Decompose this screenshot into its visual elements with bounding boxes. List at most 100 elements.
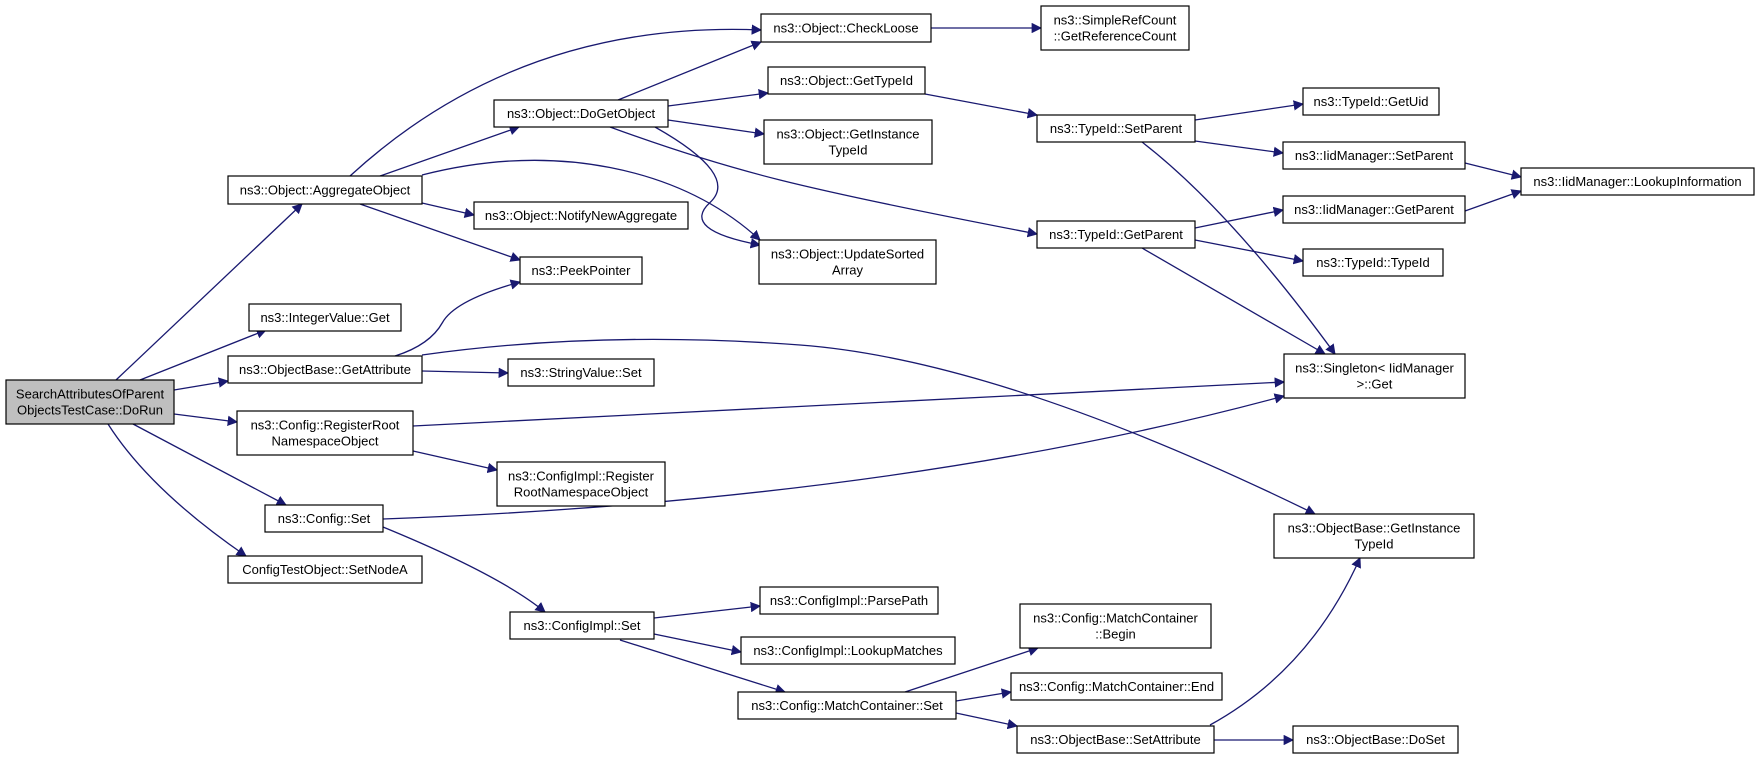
edge-root-cfgset bbox=[132, 423, 287, 506]
node-setnode[interactable]: ConfigTestObject::SetNodeA bbox=[227, 555, 423, 584]
node-label: ns3::SimpleRefCount bbox=[1054, 13, 1177, 28]
edge-tgetparent-iidget bbox=[1194, 206, 1285, 229]
node-aggregate[interactable]: ns3::Object::AggregateObject bbox=[227, 175, 423, 205]
edge-implset-parsepath bbox=[653, 601, 762, 619]
edges-layer bbox=[107, 22, 1523, 746]
node-refcount[interactable]: ns3::SimpleRefCount::GetReferenceCount bbox=[1040, 5, 1190, 51]
node-label: ns3::Object::AggregateObject bbox=[240, 183, 411, 198]
edge-dogetobj-tgetparent bbox=[609, 126, 1039, 238]
node-label: ns3::Config::RegisterRoot bbox=[251, 418, 400, 433]
node-label: ns3::ConfigImpl::Register bbox=[508, 469, 655, 484]
edge-getattr-strset bbox=[421, 367, 510, 378]
node-label: ns3::TypeId::GetParent bbox=[1049, 227, 1183, 242]
node-gettypeid[interactable]: ns3::Object::GetTypeId bbox=[767, 66, 926, 95]
node-box bbox=[1292, 725, 1459, 754]
edge-tgetparent-singleton bbox=[1141, 247, 1326, 355]
node-box bbox=[264, 504, 384, 533]
node-label: ns3::TypeId::GetUid bbox=[1314, 94, 1429, 109]
node-checkloose[interactable]: ns3::Object::CheckLoose bbox=[760, 13, 932, 43]
edge-getattr-obgetinst bbox=[421, 338, 1316, 515]
node-box bbox=[1273, 513, 1475, 559]
edge-implset-lookupm bbox=[653, 633, 743, 656]
node-label: ns3::IidManager::GetParent bbox=[1294, 202, 1454, 217]
node-label: ns3::ConfigImpl::Set bbox=[523, 618, 640, 633]
node-doset[interactable]: ns3::ObjectBase::DoSet bbox=[1292, 725, 1459, 754]
node-label: ns3::Config::MatchContainer::Set bbox=[751, 698, 943, 713]
node-label: ns3::Object::UpdateSorted bbox=[771, 247, 924, 262]
node-iidset[interactable]: ns3::IidManager::SetParent bbox=[1282, 141, 1466, 170]
node-label: ns3::Singleton< IidManager bbox=[1295, 361, 1454, 376]
node-cfgset[interactable]: ns3::Config::Set bbox=[264, 504, 384, 533]
node-label: ns3::Object::GetTypeId bbox=[780, 73, 913, 88]
node-peek[interactable]: ns3::PeekPointer bbox=[519, 256, 643, 285]
node-label: ns3::Object::GetInstance bbox=[776, 127, 919, 142]
node-box bbox=[1036, 220, 1196, 249]
node-box bbox=[758, 239, 937, 285]
edge-aggregate-notify bbox=[421, 202, 476, 218]
node-strset[interactable]: ns3::StringValue::Set bbox=[507, 358, 655, 387]
edge-tsetparent-getuid bbox=[1194, 100, 1305, 121]
node-box bbox=[759, 586, 939, 615]
node-notify[interactable]: ns3::Object::NotifyNewAggregate bbox=[473, 201, 689, 230]
node-label: ObjectsTestCase::DoRun bbox=[17, 403, 163, 418]
node-box bbox=[1040, 5, 1190, 51]
node-label: ns3::Config::MatchContainer bbox=[1033, 611, 1198, 626]
node-label: ns3::StringValue::Set bbox=[520, 365, 642, 380]
node-box bbox=[509, 611, 655, 640]
node-label: ns3::PeekPointer bbox=[531, 263, 631, 278]
node-label: NamespaceObject bbox=[272, 434, 379, 449]
node-implreg[interactable]: ns3::ConfigImpl::RegisterRootNamespaceOb… bbox=[496, 461, 666, 507]
node-implset[interactable]: ns3::ConfigImpl::Set bbox=[509, 611, 655, 640]
edge-regroot-singleton bbox=[412, 377, 1286, 427]
edge-mcset-mcend bbox=[955, 688, 1013, 702]
edge-aggregate-peek bbox=[359, 203, 521, 262]
node-box bbox=[1010, 672, 1223, 701]
edge-tsetparent-iidset bbox=[1194, 140, 1285, 157]
edge-aggregate-checkloose bbox=[349, 24, 763, 177]
node-lookupm[interactable]: ns3::ConfigImpl::LookupMatches bbox=[740, 636, 956, 665]
node-dogetobj[interactable]: ns3::Object::DoGetObject bbox=[493, 99, 669, 128]
edge-cfgset-singleton bbox=[382, 393, 1286, 520]
node-label: ns3::TypeId::TypeId bbox=[1316, 255, 1429, 270]
edge-tsetparent-singleton bbox=[1141, 141, 1336, 355]
edge-getattr-peek bbox=[394, 279, 522, 357]
node-box bbox=[737, 691, 957, 720]
node-box bbox=[493, 99, 669, 128]
edge-root-intget bbox=[139, 328, 267, 381]
node-box bbox=[496, 461, 666, 507]
node-getuid[interactable]: ns3::TypeId::GetUid bbox=[1302, 87, 1440, 116]
node-box bbox=[1302, 87, 1440, 116]
node-box bbox=[519, 256, 643, 285]
edge-dogetobj-gettypeid bbox=[667, 89, 770, 107]
edge-implset-mcset bbox=[619, 639, 786, 695]
node-parsepath[interactable]: ns3::ConfigImpl::ParsePath bbox=[759, 586, 939, 615]
node-singleton[interactable]: ns3::Singleton< IidManager>::Get bbox=[1283, 353, 1466, 399]
node-lookupinfo[interactable]: ns3::IidManager::LookupInformation bbox=[1520, 167, 1755, 196]
node-iidget[interactable]: ns3::IidManager::GetParent bbox=[1282, 195, 1466, 224]
node-box bbox=[760, 13, 932, 43]
node-root[interactable]: SearchAttributesOfParentObjectsTestCase:… bbox=[5, 379, 175, 425]
node-label: ns3::IidManager::LookupInformation bbox=[1533, 174, 1741, 189]
node-tsetparent[interactable]: ns3::TypeId::SetParent bbox=[1036, 114, 1196, 143]
node-mcend[interactable]: ns3::Config::MatchContainer::End bbox=[1010, 672, 1223, 701]
edge-dogetobj-getinsttid bbox=[667, 119, 766, 138]
node-label: >::Get bbox=[1357, 377, 1393, 392]
node-box bbox=[227, 175, 423, 205]
node-tgetparent[interactable]: ns3::TypeId::GetParent bbox=[1036, 220, 1196, 249]
node-mcset[interactable]: ns3::Config::MatchContainer::Set bbox=[737, 691, 957, 720]
edge-dogetobj-updsorted bbox=[654, 126, 762, 249]
node-mcbegin[interactable]: ns3::Config::MatchContainer::Begin bbox=[1019, 603, 1212, 649]
node-getattr[interactable]: ns3::ObjectBase::GetAttribute bbox=[227, 355, 423, 384]
node-typeidctor[interactable]: ns3::TypeId::TypeId bbox=[1302, 248, 1444, 277]
node-box bbox=[1282, 141, 1466, 170]
nodes-layer: SearchAttributesOfParentObjectsTestCase:… bbox=[5, 5, 1755, 754]
node-intget[interactable]: ns3::IntegerValue::Get bbox=[248, 303, 402, 332]
node-label: ns3::Object::NotifyNewAggregate bbox=[485, 208, 677, 223]
node-obsetattr[interactable]: ns3::ObjectBase::SetAttribute bbox=[1016, 725, 1215, 754]
node-box bbox=[1520, 167, 1755, 196]
node-label: RootNamespaceObject bbox=[514, 485, 649, 500]
